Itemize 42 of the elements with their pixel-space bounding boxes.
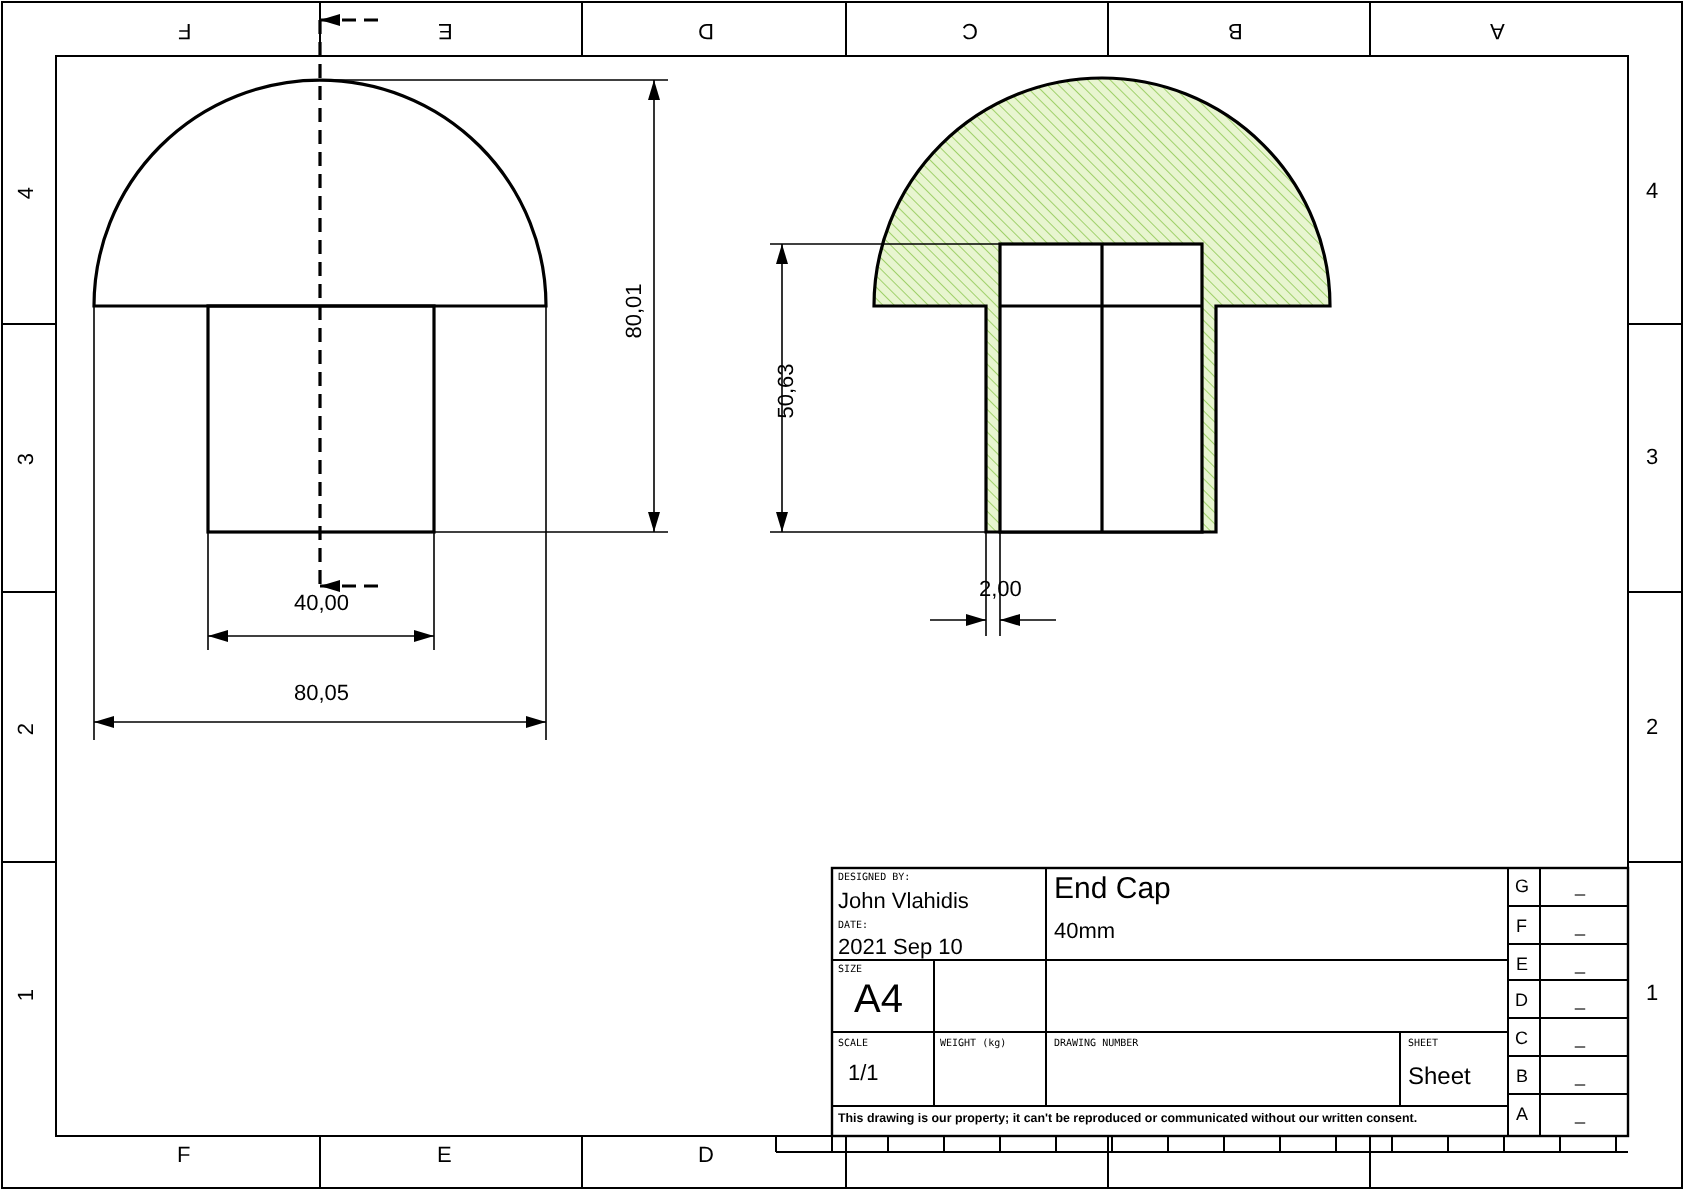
revision-value: _ (1575, 955, 1586, 973)
zone-number: 3 (1646, 447, 1659, 469)
zone-letter: D (698, 1145, 714, 1167)
revision-letter: F (1516, 917, 1527, 935)
zone-letter: A (1489, 17, 1504, 39)
revision-value: _ (1575, 877, 1586, 895)
zone-letter: E (437, 1145, 452, 1167)
field-value: Sheet (1408, 1064, 1471, 1088)
field-value: 2021 Sep 10 (838, 938, 963, 960)
revision-letter: G (1515, 877, 1530, 895)
field-value: 40mm (1054, 922, 1116, 944)
zone-letter: F (177, 1145, 191, 1167)
zone-number: 4 (17, 185, 40, 199)
zone-letter: E (437, 17, 452, 39)
zone-number: 1 (17, 987, 40, 1001)
zone-letter: F (177, 17, 191, 39)
zone-letter: C (962, 17, 978, 39)
revision-letter: E (1516, 955, 1529, 973)
dimension-text: 80,01 (624, 282, 647, 338)
zone-letter: D (698, 17, 714, 39)
field-value: 1/1 (848, 1064, 879, 1086)
revision-value: _ (1575, 991, 1586, 1009)
revision-letter: B (1516, 1067, 1529, 1085)
dimension-text: 40,00 (294, 594, 350, 616)
revision-value: _ (1575, 1105, 1586, 1123)
field-value: A4 (854, 980, 903, 1020)
revision-value: _ (1575, 917, 1586, 935)
zone-letter: B (1227, 17, 1242, 39)
zone-number: 1 (1646, 983, 1659, 1005)
title-text: End Cap (1054, 874, 1171, 904)
field-value: John Vlahidis (838, 892, 969, 914)
revision-letter: C (1515, 1029, 1528, 1047)
revision-letter: D (1515, 991, 1528, 1009)
dimension-text: 50,63 (776, 362, 799, 418)
revision-value: _ (1575, 1067, 1586, 1085)
dimension-text: 80,05 (294, 684, 350, 706)
zone-number: 3 (17, 451, 40, 465)
zone-number: 2 (17, 721, 40, 735)
revision-letter: A (1516, 1105, 1529, 1123)
revision-value: _ (1575, 1029, 1586, 1047)
zone-number: 4 (1646, 181, 1659, 203)
zone-number: 2 (1646, 717, 1659, 739)
